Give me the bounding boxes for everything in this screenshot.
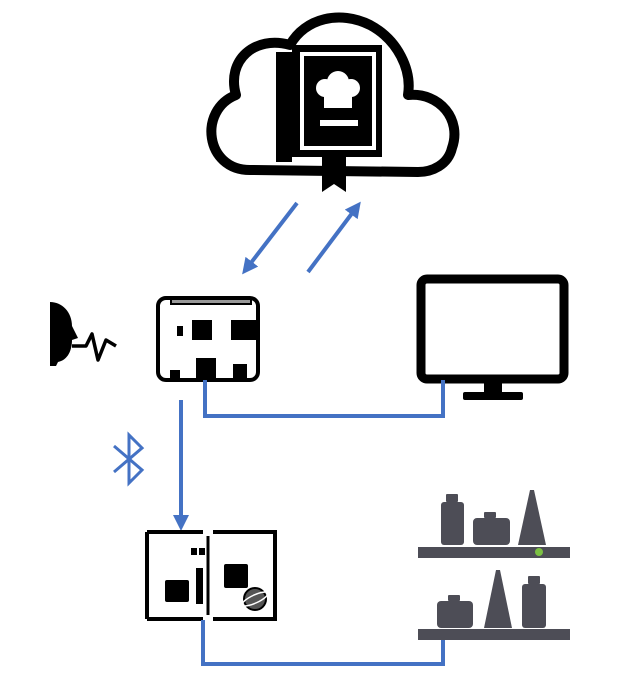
controller-notch-bottom	[203, 615, 213, 623]
monitor-icon	[416, 274, 569, 400]
bookmark-ribbon	[322, 157, 346, 192]
jar-bottle-bottom	[522, 584, 546, 628]
planet-badge-icon	[241, 587, 269, 611]
head-silhouette	[50, 302, 78, 366]
pi-chip-main	[192, 320, 212, 340]
wire-pi-to-monitor	[203, 380, 445, 418]
shelf-top	[418, 547, 570, 558]
jar-box-bottom-lid	[448, 595, 460, 601]
planet-ring	[241, 591, 269, 607]
controller-chip-right	[224, 564, 248, 588]
book-title-line	[320, 120, 358, 126]
spice-shelf-icon	[418, 490, 570, 640]
book-spine	[276, 52, 292, 162]
controller-notch-top	[203, 528, 213, 536]
pi-header-pins	[172, 300, 250, 303]
controller-chip-left	[165, 580, 189, 602]
shelf-indicator-light	[535, 548, 543, 556]
jar-box-top	[473, 518, 510, 545]
monitor-screen	[416, 274, 569, 384]
jar-bottle-bottom-cap	[528, 576, 540, 584]
shelf-bottom	[418, 629, 570, 640]
wire-controller-to-shelves	[201, 620, 445, 666]
controller-board-outline	[147, 530, 277, 621]
pi-port-right	[233, 364, 247, 380]
pi-port-left	[170, 370, 180, 380]
arrow-cloud-to-pi	[242, 201, 299, 275]
single-board-computer-icon	[156, 296, 260, 382]
pi-port-usb	[196, 358, 216, 380]
pi-chip-small	[177, 326, 183, 336]
cloud-recipe-book-icon	[206, 12, 460, 192]
bluetooth-icon	[113, 431, 145, 487]
monitor-stand	[463, 392, 523, 400]
jar-cone-bottom	[484, 570, 512, 628]
bluetooth-glyph	[113, 431, 145, 487]
jar-cone-top	[518, 490, 546, 545]
jar-bottle-top-cap	[446, 494, 458, 502]
pi-chip-right	[231, 320, 259, 340]
arrow-pi-to-cloud	[306, 201, 361, 274]
controller-board-icon	[145, 528, 277, 623]
voice-wave	[72, 332, 117, 362]
controller-pin-top	[191, 548, 197, 555]
jar-bottle-top	[441, 502, 464, 545]
voice-command-icon	[50, 302, 117, 366]
chef-hat-band	[324, 88, 352, 108]
controller-header	[196, 568, 203, 604]
jar-box-bottom	[437, 601, 473, 628]
controller-pin-top-right	[199, 548, 205, 555]
monitor-neck	[484, 379, 502, 393]
jar-box-top-lid	[484, 512, 496, 518]
